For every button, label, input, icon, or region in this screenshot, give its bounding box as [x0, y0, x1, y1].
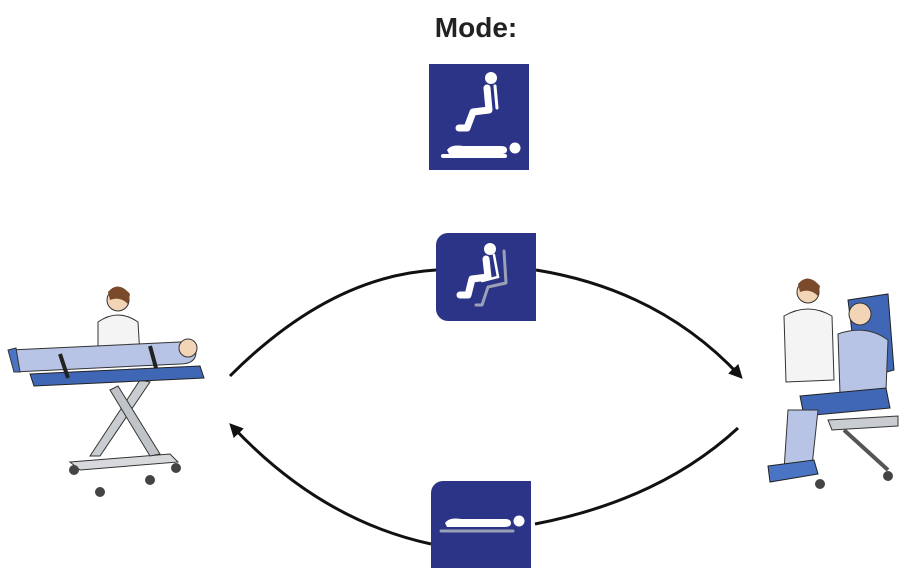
mode-indicator-icon	[429, 64, 529, 170]
sitting-patient-illustration	[767, 278, 899, 489]
arrow-to-sitting-head	[535, 268, 743, 379]
sit-position-button[interactable]	[436, 233, 536, 321]
lie-position-button[interactable]	[431, 481, 531, 568]
arrow-to-lying-head	[229, 423, 432, 546]
lying-patient-illustration	[7, 286, 205, 497]
arrow-to-sitting	[228, 268, 437, 378]
arrow-to-lying	[534, 426, 740, 526]
sit-position-icon	[456, 243, 508, 307]
sit-and-lie-mode-icon	[441, 72, 521, 158]
lie-position-icon	[439, 515, 525, 533]
mode-title: Mode:	[434, 12, 518, 43]
